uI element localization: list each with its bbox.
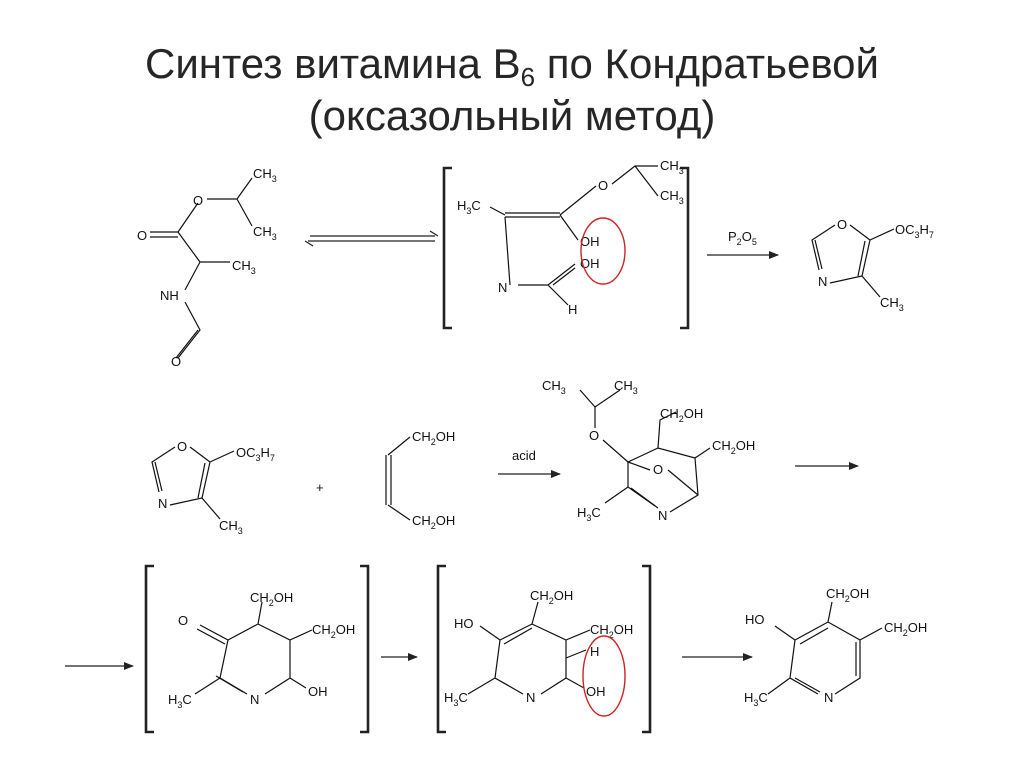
molecule-oxazole-2: O N OC3H7 CH3	[151, 439, 275, 536]
atom-carbonyl-o: O	[137, 228, 147, 243]
intermediate-enol-2: HO CH2OH CH2OH H N OH H3C	[436, 564, 652, 734]
atom-n-5: N	[824, 690, 833, 705]
group-ch2oh-4: CH2OH	[712, 438, 755, 456]
atom-h-1: H	[568, 302, 577, 317]
group-h3c-2: H3C	[577, 505, 601, 523]
equilibrium-arrow	[304, 230, 439, 247]
group-oh-1: OH	[580, 234, 600, 249]
intermediate-enol: H3C O CH3 CH3 OH OH N H	[442, 158, 690, 330]
atom-n-4: N	[526, 690, 535, 705]
molecule-butenediol: CH2OH CH2OH	[385, 429, 455, 531]
molecule-bicyclic-adduct: CH3 CH3 O O CH2OH CH2OH H3C N	[542, 378, 755, 523]
atom-oxazole-n-2: N	[158, 496, 167, 511]
atom-n-2: N	[658, 508, 667, 523]
group-methyl-6: CH3	[880, 295, 904, 313]
atom-oxazole-n-1: N	[818, 274, 827, 289]
atom-nh: NH	[160, 288, 179, 303]
atom-ester-o: O	[193, 193, 203, 208]
group-methyl-5: CH3	[660, 188, 684, 206]
group-ch2oh-10: CH2OH	[884, 620, 927, 638]
group-ch3-iso-2: CH3	[614, 378, 638, 396]
group-ch2oh-2: CH2OH	[412, 513, 455, 531]
highlight-circle-2	[582, 635, 626, 717]
group-h3c: H3C	[457, 198, 481, 216]
group-oc3h7-2: OC3H7	[236, 445, 275, 463]
group-h3c-3: H3C	[168, 692, 192, 710]
group-ch3-iso-1: CH3	[542, 378, 566, 396]
group-ch2oh-7: CH2OH	[530, 588, 573, 606]
molecule-pyridoxine: HO CH2OH CH2OH N H3C	[744, 586, 927, 708]
group-methyl-3: CH3	[232, 258, 256, 276]
group-oc3h7-1: OC3H7	[895, 222, 934, 240]
group-methyl-1: CH3	[253, 166, 277, 184]
group-h3c-5: H3C	[744, 690, 768, 708]
atom-n-3: N	[250, 692, 259, 707]
group-ch2oh-1: CH2OH	[412, 429, 455, 447]
atom-h-2: H	[590, 644, 599, 659]
atom-oxazole-o-1: O	[837, 217, 847, 232]
molecule-oxazole-1: O N OC3H7 CH3	[811, 217, 934, 313]
page-title: Синтез витамина B6 по Кондратьевой (окса…	[0, 38, 1024, 142]
group-ch2oh-5: CH2OH	[250, 590, 293, 608]
atom-formyl-o: O	[171, 354, 181, 369]
title-line-1: Синтез витамина B6 по Кондратьевой	[145, 40, 879, 92]
group-oh-2: OH	[580, 256, 600, 271]
acid-arrow: acid	[498, 448, 561, 478]
group-oh-3: OH	[308, 684, 328, 699]
intermediate-ketone: O CH2OH CH2OH N OH H3C	[144, 564, 370, 734]
highlight-circle-1	[580, 217, 626, 285]
reagent-p2o5: P2O5	[728, 229, 757, 247]
atom-n-1: N	[498, 280, 507, 295]
group-ch2oh-9: CH2OH	[826, 586, 869, 604]
reagent-acid: acid	[512, 448, 536, 463]
atom-ether-o: O	[598, 178, 608, 193]
group-methyl-2: CH3	[253, 224, 277, 242]
p2o5-arrow: P2O5	[707, 229, 779, 259]
atom-bridge-o: O	[653, 462, 663, 477]
group-ho-1: HO	[454, 616, 474, 631]
atom-keto-o: O	[178, 613, 188, 628]
atom-ether-o-2: O	[589, 428, 599, 443]
group-ch2oh-6: CH2OH	[312, 622, 355, 640]
molecule-formylalanine-ester: O O CH3 CH3 CH3 NH O	[137, 166, 277, 369]
group-ho-2: HO	[745, 612, 765, 627]
group-oh-4: OH	[586, 684, 606, 699]
group-h3c-4: H3C	[444, 690, 468, 708]
plus-sign: +	[316, 480, 324, 495]
group-methyl-4: CH3	[660, 158, 684, 176]
atom-oxazole-o-2: O	[177, 439, 187, 454]
title-line-2: (оксазольный метод)	[308, 92, 716, 139]
group-ch2oh-3: CH2OH	[660, 406, 703, 424]
group-ch2oh-8: CH2OH	[590, 622, 633, 640]
group-methyl-7: CH3	[219, 518, 243, 536]
